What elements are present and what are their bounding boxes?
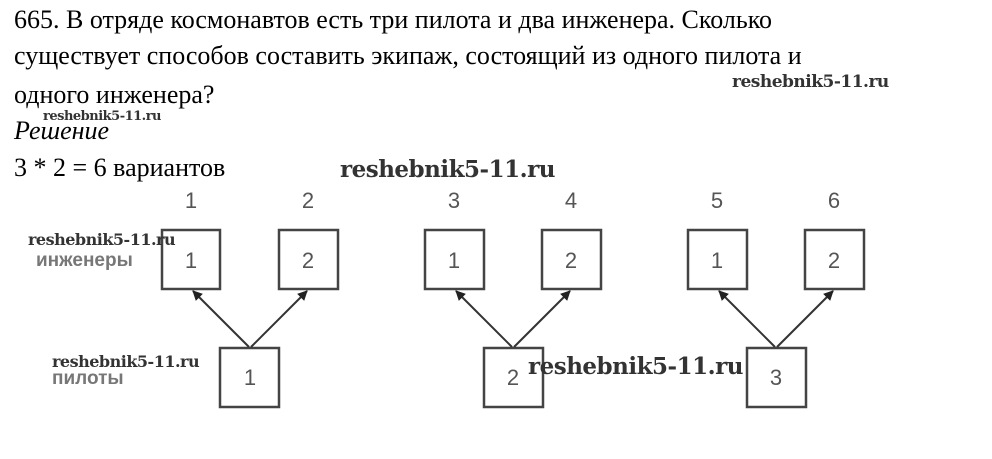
arrow-icon — [513, 290, 571, 348]
watermark: reshebnik5-11.ru — [528, 353, 743, 380]
svg-text:2: 2 — [828, 248, 840, 273]
engineer-box: 2 — [540, 228, 603, 291]
watermark: reshebnik5-11.ru — [28, 230, 176, 249]
svg-text:2: 2 — [565, 248, 577, 273]
problem-line-2: существует способов составить экипаж, со… — [14, 41, 802, 70]
problem-line-1: 665. В отряде космонавтов есть три пилот… — [14, 5, 773, 34]
arrow-icon — [192, 290, 250, 348]
variant-number: 3 — [448, 188, 460, 213]
engineer-box: 2 — [277, 228, 340, 291]
pilot-box: 3 — [745, 346, 808, 409]
solution-answer: 3 * 2 = 6 вариантов — [14, 153, 226, 182]
solution-heading: Решение — [14, 116, 110, 145]
svg-text:1: 1 — [711, 248, 723, 273]
engineers-label: инженеры — [36, 250, 133, 271]
pilot-box: 1 — [218, 346, 281, 409]
engineer-box: 1 — [423, 228, 486, 291]
watermark: reshebnik5-11.ru — [43, 109, 162, 124]
variant-number: 4 — [565, 188, 577, 213]
svg-text:1: 1 — [185, 248, 197, 273]
arrow-icon — [250, 290, 308, 348]
watermark: reshebnik5-11.ru — [732, 72, 889, 92]
watermark: reshebnik5-11.ru — [340, 156, 555, 183]
svg-text:3: 3 — [770, 365, 782, 390]
variant-number: 2 — [302, 188, 314, 213]
engineer-box: 1 — [686, 228, 749, 291]
variant-number: 6 — [828, 188, 840, 213]
problem-line-3: одного инженера? — [14, 80, 215, 109]
arrow-icon — [776, 290, 834, 348]
variant-number: 5 — [711, 188, 723, 213]
watermark: reshebnik5-11.ru — [52, 352, 200, 371]
pilot-box: 2 — [482, 346, 545, 409]
svg-text:2: 2 — [302, 248, 314, 273]
engineer-box: 1 — [160, 228, 222, 291]
svg-text:2: 2 — [507, 365, 519, 390]
svg-text:1: 1 — [448, 248, 460, 273]
engineer-box: 2 — [803, 228, 866, 291]
svg-text:1: 1 — [244, 365, 256, 390]
arrow-icon — [718, 290, 776, 348]
pilots-label: пилоты — [52, 368, 124, 389]
arrow-icon — [455, 290, 513, 348]
variant-number: 1 — [185, 188, 197, 213]
